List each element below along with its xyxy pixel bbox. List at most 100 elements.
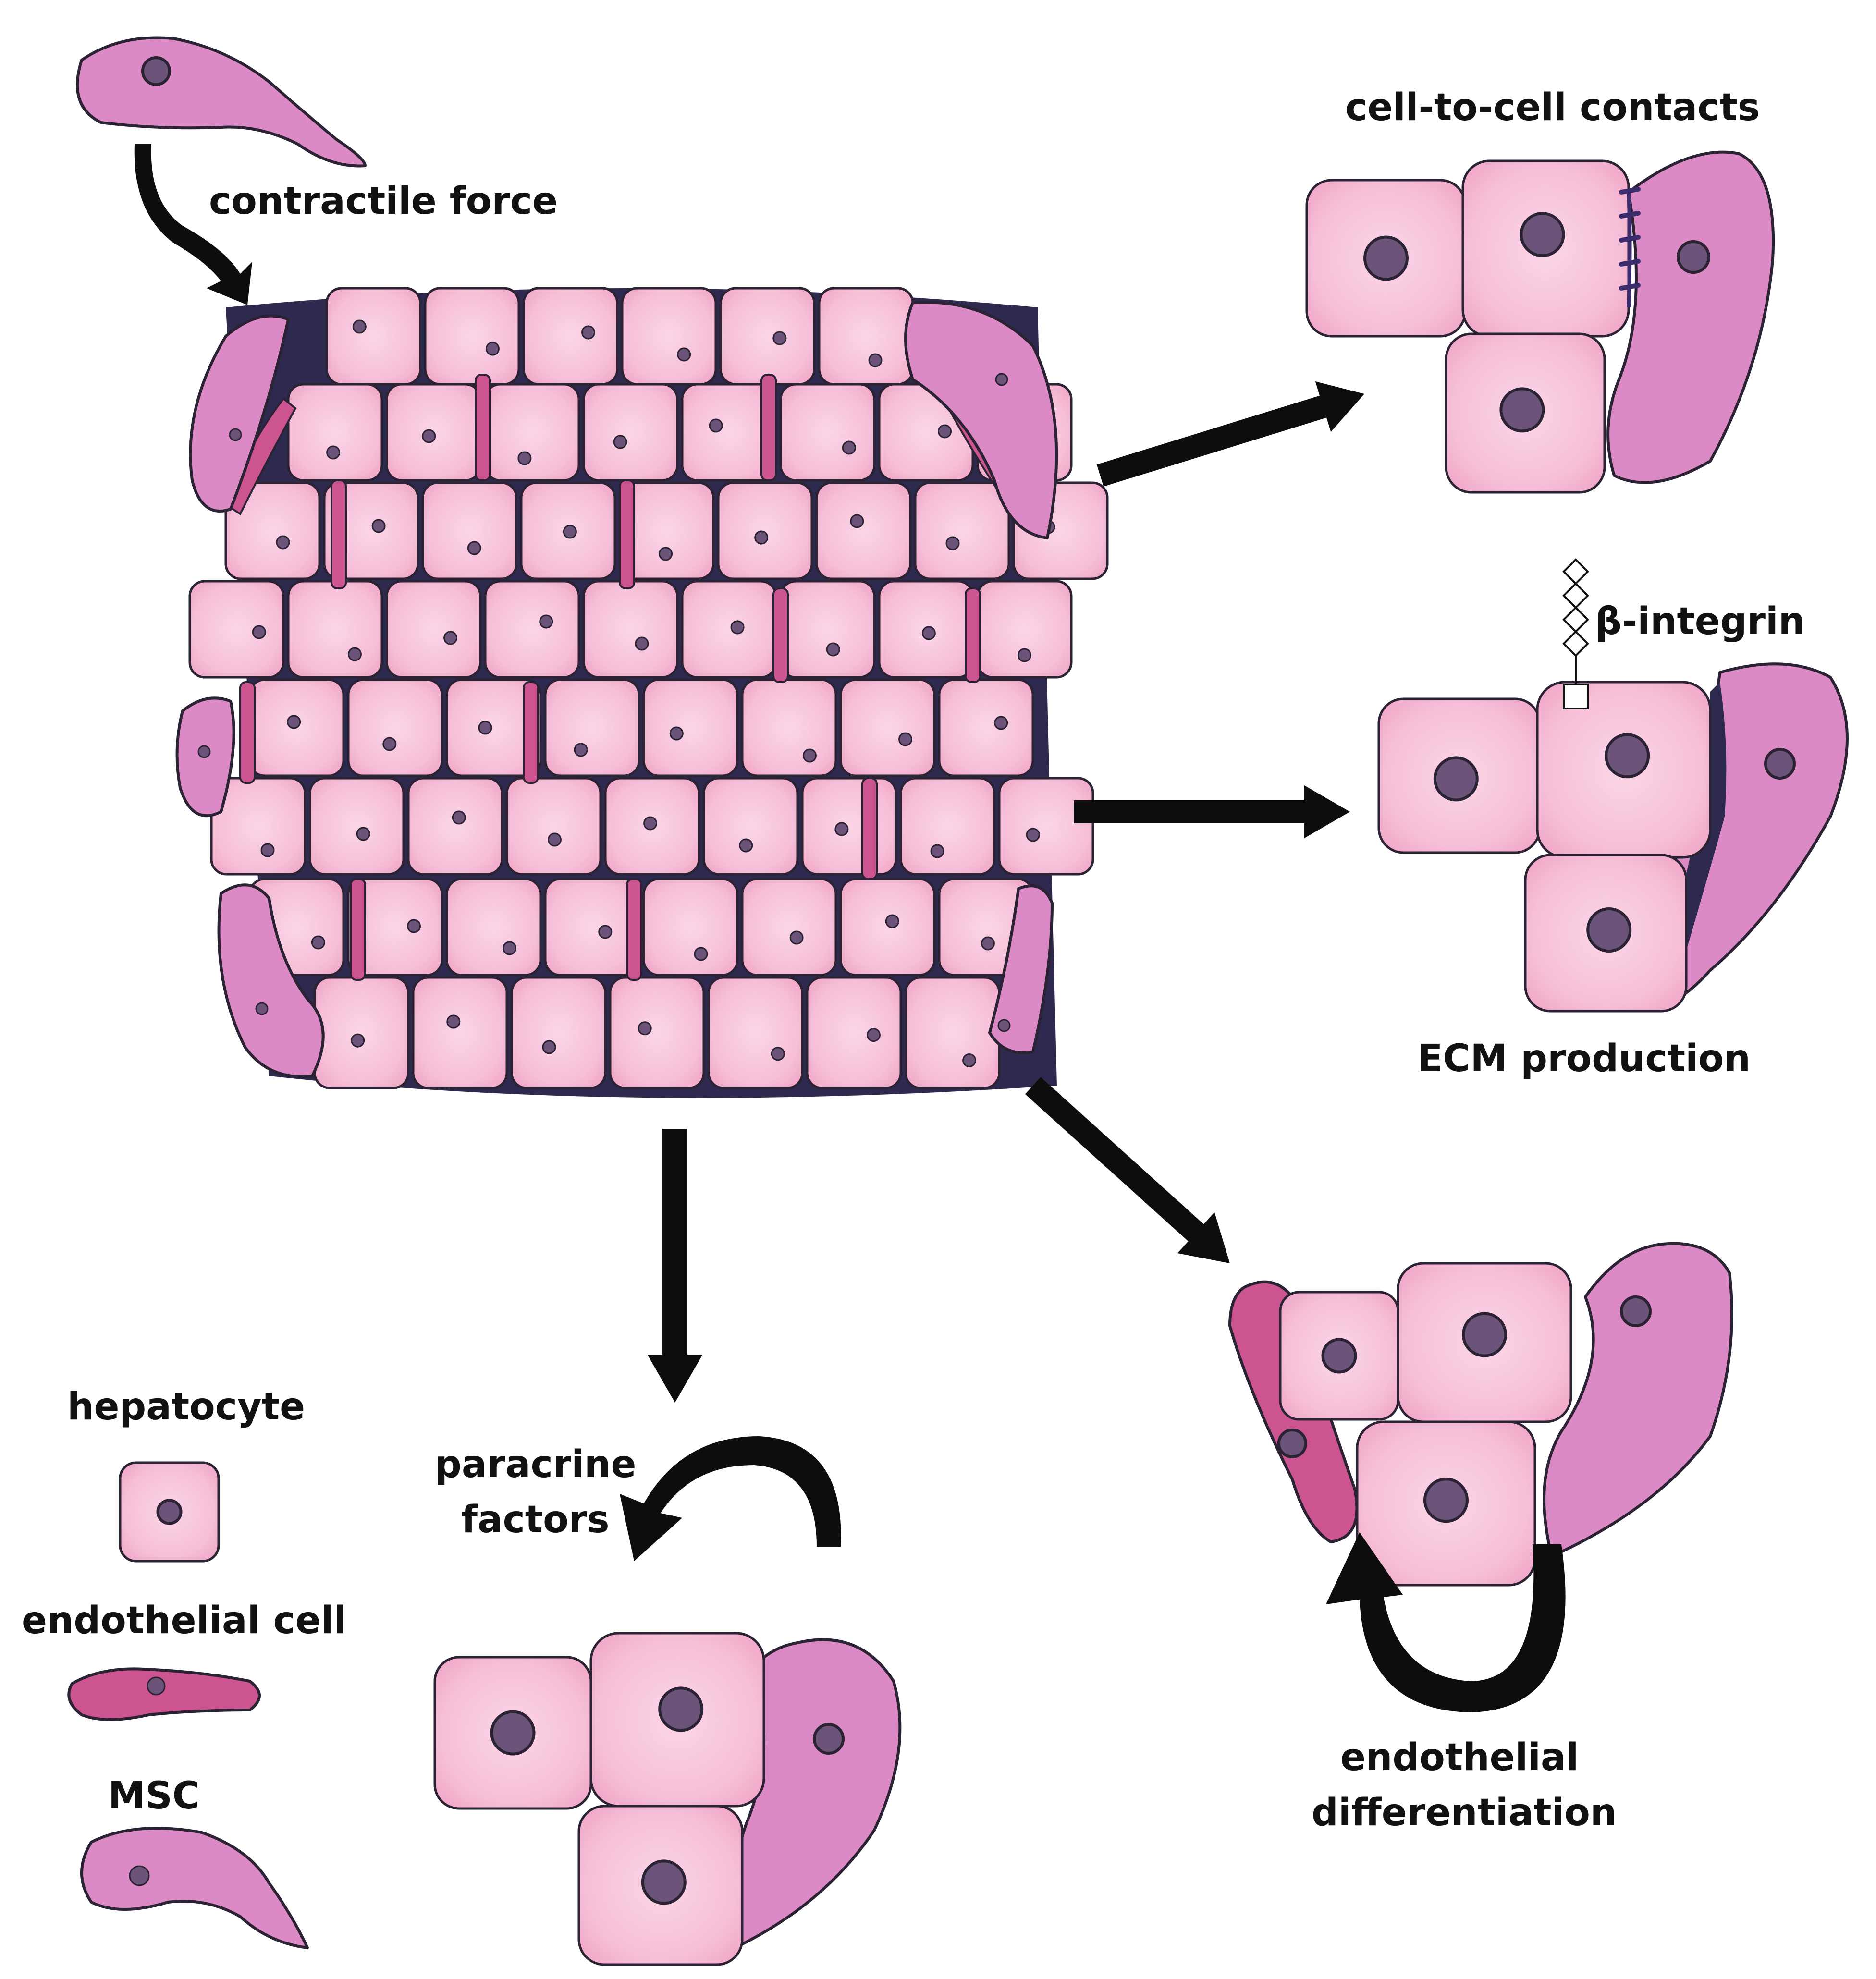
spheroid-hepatocyte [445, 678, 542, 777]
nucleus [898, 732, 913, 746]
ecm-cluster [1377, 558, 1849, 1013]
hepatocyte [577, 1805, 744, 1966]
spheroid-hepatocyte [510, 976, 607, 1089]
beta-integrin-label: β-integrin [1595, 600, 1805, 643]
nucleus [842, 440, 856, 455]
hepatocyte-body [642, 878, 739, 977]
hepatocyte-body [323, 481, 419, 580]
nucleus [371, 519, 386, 533]
integrin-domain [1562, 582, 1589, 609]
hepatocyte-body [609, 976, 705, 1089]
nucleus [1677, 240, 1710, 274]
msc-cell [217, 883, 325, 1078]
msc-cell [988, 884, 1054, 1054]
nucleus [581, 325, 596, 340]
endothelial-cell [239, 681, 256, 784]
spheroid-hepatocyte [347, 878, 443, 977]
nucleus [709, 418, 723, 433]
integrin-domain [1562, 606, 1589, 633]
nucleus [850, 514, 864, 528]
spheroid-hepatocyte [287, 580, 383, 679]
nucleus [997, 1019, 1011, 1032]
nucleus [129, 1865, 150, 1886]
spheroid-hepatocyte [347, 678, 443, 777]
legend-hepatocyte-icon [119, 1461, 220, 1563]
nucleus [813, 1723, 845, 1755]
junction-line [1627, 192, 1632, 308]
spheroid-hepatocyte [914, 481, 1010, 580]
hepatocyte-body [621, 287, 717, 386]
msc-cell [1543, 1242, 1733, 1558]
spheroid-hepatocyte [741, 878, 837, 977]
hepatocyte [1377, 697, 1541, 854]
spheroid-hepatocyte [976, 580, 1073, 679]
spheroid-hepatocyte [642, 878, 739, 977]
spheroid-hepatocyte [224, 481, 321, 580]
nucleus [826, 642, 840, 657]
nucleus [1018, 648, 1031, 662]
nucleus [478, 721, 492, 735]
nucleus [771, 1047, 785, 1061]
legend [67, 36, 367, 1949]
nucleus [422, 429, 436, 443]
hepatocyte-body [544, 878, 640, 977]
spheroid-hepatocyte [210, 777, 307, 876]
nucleus [739, 838, 753, 853]
nucleus [1433, 756, 1479, 802]
nucleus [490, 1710, 536, 1756]
hepatocyte-body [741, 678, 837, 777]
legend-msc-icon [80, 1827, 309, 1949]
nucleus [141, 56, 171, 86]
spheroid-hepatocyte [188, 580, 285, 679]
nucleus [598, 925, 613, 939]
nucleus [866, 1028, 881, 1042]
hepatocyte-body [681, 580, 777, 679]
spheroid-hepatocyte [248, 678, 345, 777]
nucleus [574, 743, 588, 757]
junction-mark [1619, 187, 1641, 195]
spheroid-hepatocyte [582, 383, 679, 482]
hepatocyte-body [313, 976, 410, 1089]
spheroid-hepatocyte [779, 580, 876, 679]
hepatocyte-body [407, 777, 503, 876]
spheroid-hepatocyte [325, 287, 422, 386]
hepatocyte-body [702, 777, 799, 876]
endothelial-cell [475, 374, 491, 481]
spheroid-hepatocyte [702, 777, 799, 876]
hepatocyte-body [717, 481, 813, 580]
hepatocyte-body [484, 580, 580, 679]
hepatocyte-body [719, 287, 816, 386]
hepatocyte-body [385, 580, 482, 679]
nucleus [443, 631, 458, 645]
hepatocyte-body [976, 580, 1073, 679]
hepatocyte [1356, 1420, 1536, 1587]
nucleus [229, 428, 242, 441]
nucleus [730, 620, 745, 635]
nucleus [382, 737, 397, 751]
hepatocyte-body [505, 777, 602, 876]
nucleus [1764, 748, 1796, 780]
hepatocyte-body [308, 777, 405, 876]
legend-hepatocyte-label: hepatocyte [67, 1385, 306, 1429]
hepatocyte [433, 1656, 592, 1810]
hepatocyte-body [741, 878, 837, 977]
nucleus [1321, 1338, 1357, 1374]
spheroid-hepatocyte [505, 777, 602, 876]
hepatocyte-body [210, 777, 307, 876]
nucleus [658, 1686, 704, 1732]
spheroid-hepatocyte [904, 976, 1001, 1089]
nucleus [754, 530, 769, 545]
spheroid-hepatocyte [484, 580, 580, 679]
nucleus [517, 451, 532, 465]
hepatocyte-body [642, 678, 739, 777]
hepatocyte-body [544, 678, 640, 777]
nucleus [311, 935, 325, 950]
hepatocyte-body [325, 287, 422, 386]
spheroid-hepatocyte [412, 976, 508, 1089]
msc-cell [76, 36, 367, 168]
nucleus [503, 941, 517, 955]
hepatocyte [1524, 854, 1688, 1013]
spheroid-hepatocyte [642, 678, 739, 777]
hepatocyte-body [412, 976, 508, 1089]
spheroid-hepatocyte [544, 678, 640, 777]
